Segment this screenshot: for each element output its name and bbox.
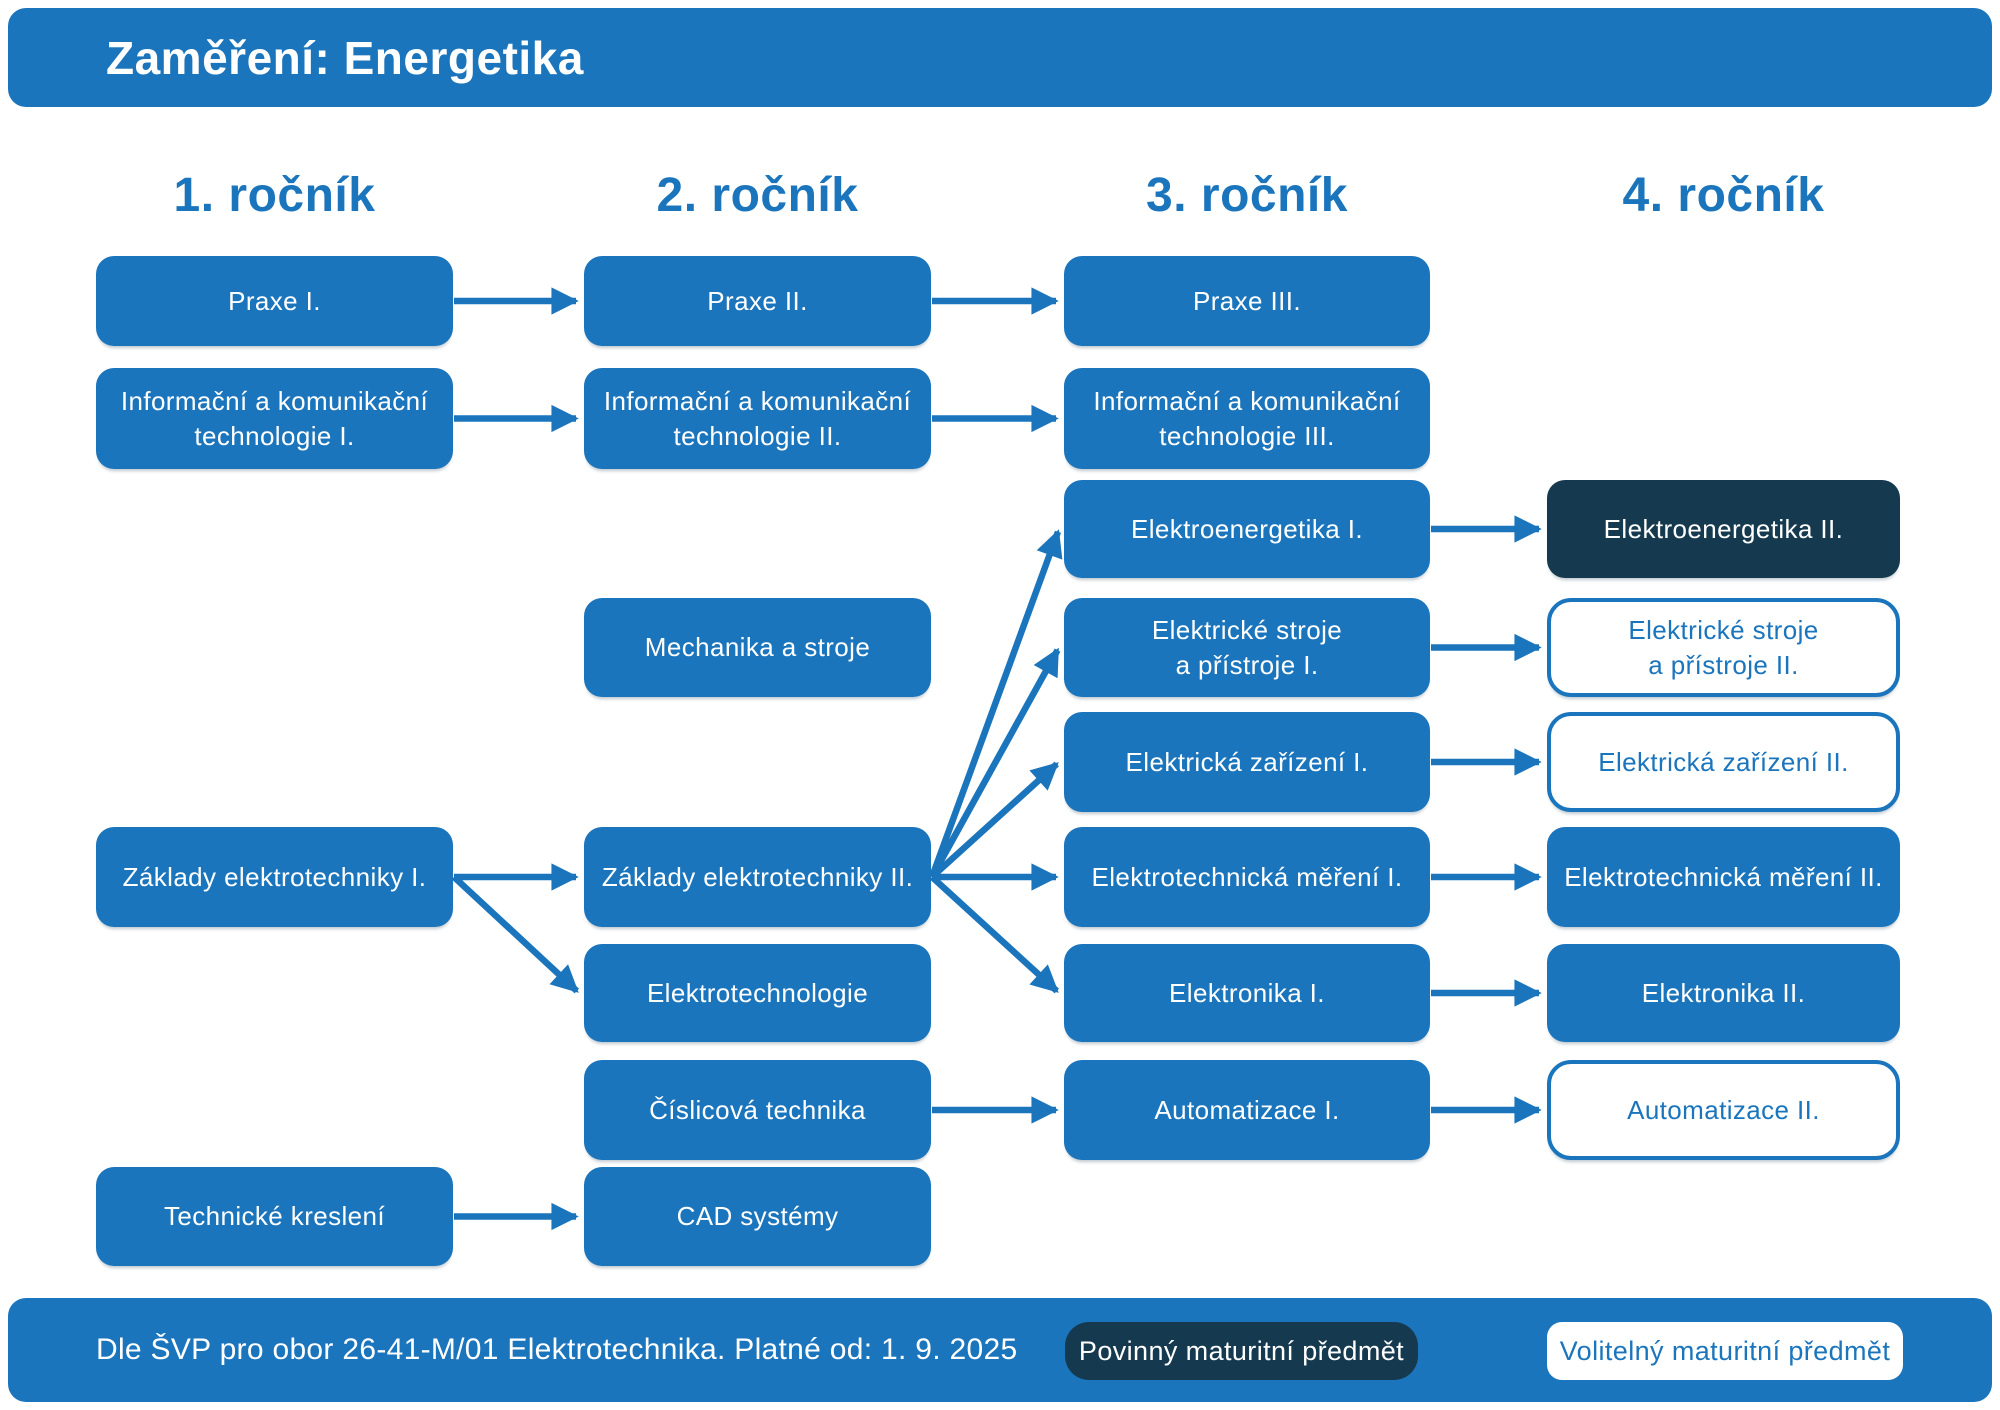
- footer-note: Dle ŠVP pro obor 26-41-M/01 Elektrotechn…: [96, 1333, 1018, 1366]
- legend-mandatory-matura-chip: Povinný maturitní předmět: [1065, 1322, 1418, 1380]
- subject-box-mechanika-a-stroje: Mechanika a stroje: [584, 598, 931, 697]
- column-header-rocnik-4: 4. ročník: [1622, 168, 1825, 222]
- subject-box-elektrotechnologie: Elektrotechnologie: [584, 944, 931, 1042]
- arrow-zaklady-elektrotechniky-2-to-elektricke-stroje-1: [929, 647, 1061, 879]
- subject-box-praxe-3: Praxe III.: [1064, 256, 1430, 346]
- subject-box-ikt-3: Informační a komunikační technologie III…: [1064, 368, 1430, 469]
- arrow-zaklady-elektrotechniky-2-to-elektroenergetika-1: [928, 529, 1063, 879]
- legend-mandatory-matura-label: Povinný maturitní předmět: [1078, 1335, 1405, 1366]
- subject-box-elektronika-1: Elektronika I.: [1064, 944, 1430, 1042]
- subject-box-ikt-1: Informační a komunikační technologie I.: [96, 368, 453, 469]
- legend-optional-matura-chip: Volitelný maturitní předmět: [1547, 1322, 1903, 1380]
- arrow-zaklady-elektrotechniky-2-to-elektricka-zarizeni-1: [929, 761, 1059, 880]
- subject-box-cad-systemy: CAD systémy: [584, 1167, 931, 1266]
- subject-box-technicke-kresleni: Technické kreslení: [96, 1167, 453, 1266]
- subject-box-elektroenergetika-1: Elektroenergetika I.: [1064, 480, 1430, 578]
- column-header-rocnik-3: 3. ročník: [1146, 168, 1348, 222]
- subject-box-cislicova-technika: Číslicová technika: [584, 1060, 931, 1160]
- column-header-rocnik-2: 2. ročník: [656, 168, 859, 222]
- subject-box-elektricka-zarizeni-1: Elektrická zařízení I.: [1064, 712, 1430, 812]
- arrow-zaklady-elektrotechniky-1-to-elektrotechnologie: [451, 874, 580, 994]
- subject-box-ikt-2: Informační a komunikační technologie II.: [584, 368, 931, 469]
- arrow-zaklady-elektrotechniky-2-to-elektronika-1: [929, 874, 1059, 994]
- subject-box-automatizace-1: Automatizace I.: [1064, 1060, 1430, 1160]
- page-title: Zaměření: Energetika: [106, 31, 584, 84]
- subject-box-zaklady-elektrotechniky-2: Základy elektrotechniky II.: [584, 827, 931, 927]
- column-header-rocnik-1: 1. ročník: [173, 168, 376, 222]
- header-bar: Zaměření: Energetika: [8, 8, 1992, 107]
- subject-box-automatizace-2: Automatizace II.: [1547, 1060, 1900, 1160]
- legend-optional-matura-label: Volitelný maturitní předmět: [1559, 1335, 1891, 1366]
- subject-box-elektroenergetika-2: Elektroenergetika II.: [1547, 480, 1900, 578]
- subject-box-elektricke-stroje-2: Elektrické stroje a přístroje II.: [1547, 598, 1900, 697]
- subject-box-praxe-1: Praxe I.: [96, 256, 453, 346]
- subject-box-elektronika-2: Elektronika II.: [1547, 944, 1900, 1042]
- subject-box-elektricka-zarizeni-2: Elektrická zařízení II.: [1547, 712, 1900, 812]
- subject-box-elektrotechnicka-mereni-2: Elektrotechnická měření II.: [1547, 827, 1900, 927]
- subject-box-elektricke-stroje-1: Elektrické stroje a přístroje I.: [1064, 598, 1430, 697]
- subject-box-praxe-2: Praxe II.: [584, 256, 931, 346]
- subject-box-elektrotechnicka-mereni-1: Elektrotechnická měření I.: [1064, 827, 1430, 927]
- subject-box-zaklady-elektrotechniky-1: Základy elektrotechniky I.: [96, 827, 453, 927]
